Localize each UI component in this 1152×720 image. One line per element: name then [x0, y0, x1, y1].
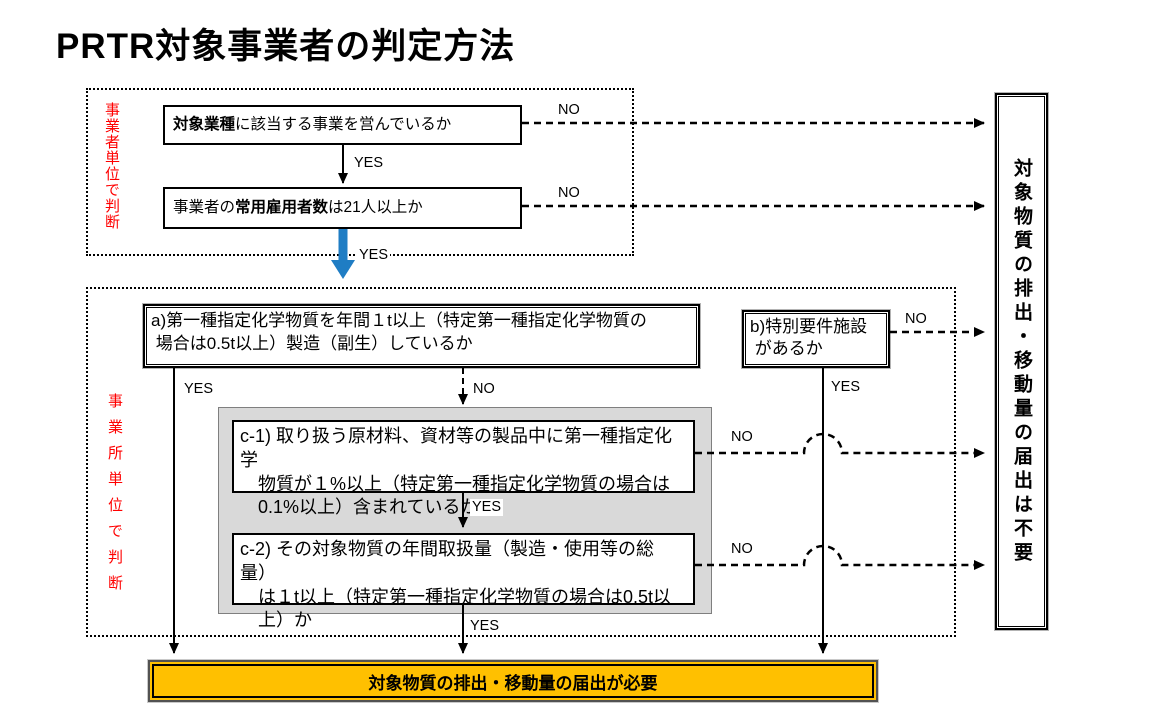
question-industry-text: 対象業種に該当する事業を営んでいるか: [173, 115, 451, 135]
question-employees-post: は21人以上か: [328, 198, 423, 216]
section-facility-side-label: 事業所単位で判断: [106, 393, 123, 601]
label-industry-yes: YES: [352, 155, 386, 172]
label-c1-no: NO: [729, 429, 755, 446]
label-section-yes: YES: [357, 247, 391, 264]
question-c1-box: c-1) 取り扱う原材料、資材等の製品中に第一種指定化学 物質が１%以上（特定第…: [232, 420, 695, 518]
label-employees-no: NO: [556, 185, 582, 202]
label-c2-no: NO: [729, 541, 755, 558]
label-c1-yes: YES: [470, 499, 504, 516]
question-c1-text: c-1) 取り扱う原材料、資材等の製品中に第一種指定化学 物質が１%以上（特定第…: [240, 426, 672, 518]
section-facility-frame: [86, 287, 956, 637]
section-business-side-label: 事業者単位で判断: [103, 102, 120, 230]
label-c2-yes: YES: [468, 618, 502, 635]
question-b-box: b)特別要件施設 があるか: [742, 310, 890, 368]
question-employees-box: 事業者の常用雇用者数は21人以上か: [163, 187, 522, 229]
question-employees-text: 事業者の常用雇用者数は21人以上か: [173, 198, 423, 218]
label-a-no: NO: [471, 381, 497, 398]
label-b-no: NO: [903, 311, 929, 328]
label-b-yes: YES: [829, 379, 863, 396]
outcome-not-required-text: 対象物質の排出・移動量の届出は不要: [1011, 157, 1032, 566]
question-employees-pre: 事業者の: [173, 198, 236, 216]
question-industry-rest: に該当する事業を営んでいるか: [235, 115, 452, 133]
page-title: PRTR対象事業者の判定方法: [56, 27, 516, 66]
question-industry-bold: 対象業種: [173, 115, 236, 133]
outcome-required-box: 対象物質の排出・移動量の届出が必要: [148, 660, 878, 702]
outcome-required-text: 対象物質の排出・移動量の届出が必要: [368, 673, 658, 693]
question-industry-box: 対象業種に該当する事業を営んでいるか: [163, 105, 522, 145]
question-a-text: a)第一種指定化学物質を年間１t以上（特定第一種指定化学物質の 場合は0.5t以…: [151, 311, 647, 353]
question-c2-text: c-2) その対象物質の年間取扱量（製造・使用等の総量） は１t以上（特定第一種…: [240, 539, 672, 631]
question-c2-box: c-2) その対象物質の年間取扱量（製造・使用等の総量） は１t以上（特定第一種…: [232, 533, 695, 631]
label-industry-no: NO: [556, 102, 582, 119]
outcome-not-required-box: 対象物質の排出・移動量の届出は不要: [995, 93, 1048, 630]
label-a-yes: YES: [182, 381, 216, 398]
question-a-box: a)第一種指定化学物質を年間１t以上（特定第一種指定化学物質の 場合は0.5t以…: [143, 304, 700, 368]
question-b-text: b)特別要件施設 があるか: [750, 317, 868, 359]
question-employees-bold: 常用雇用者数: [235, 198, 329, 216]
